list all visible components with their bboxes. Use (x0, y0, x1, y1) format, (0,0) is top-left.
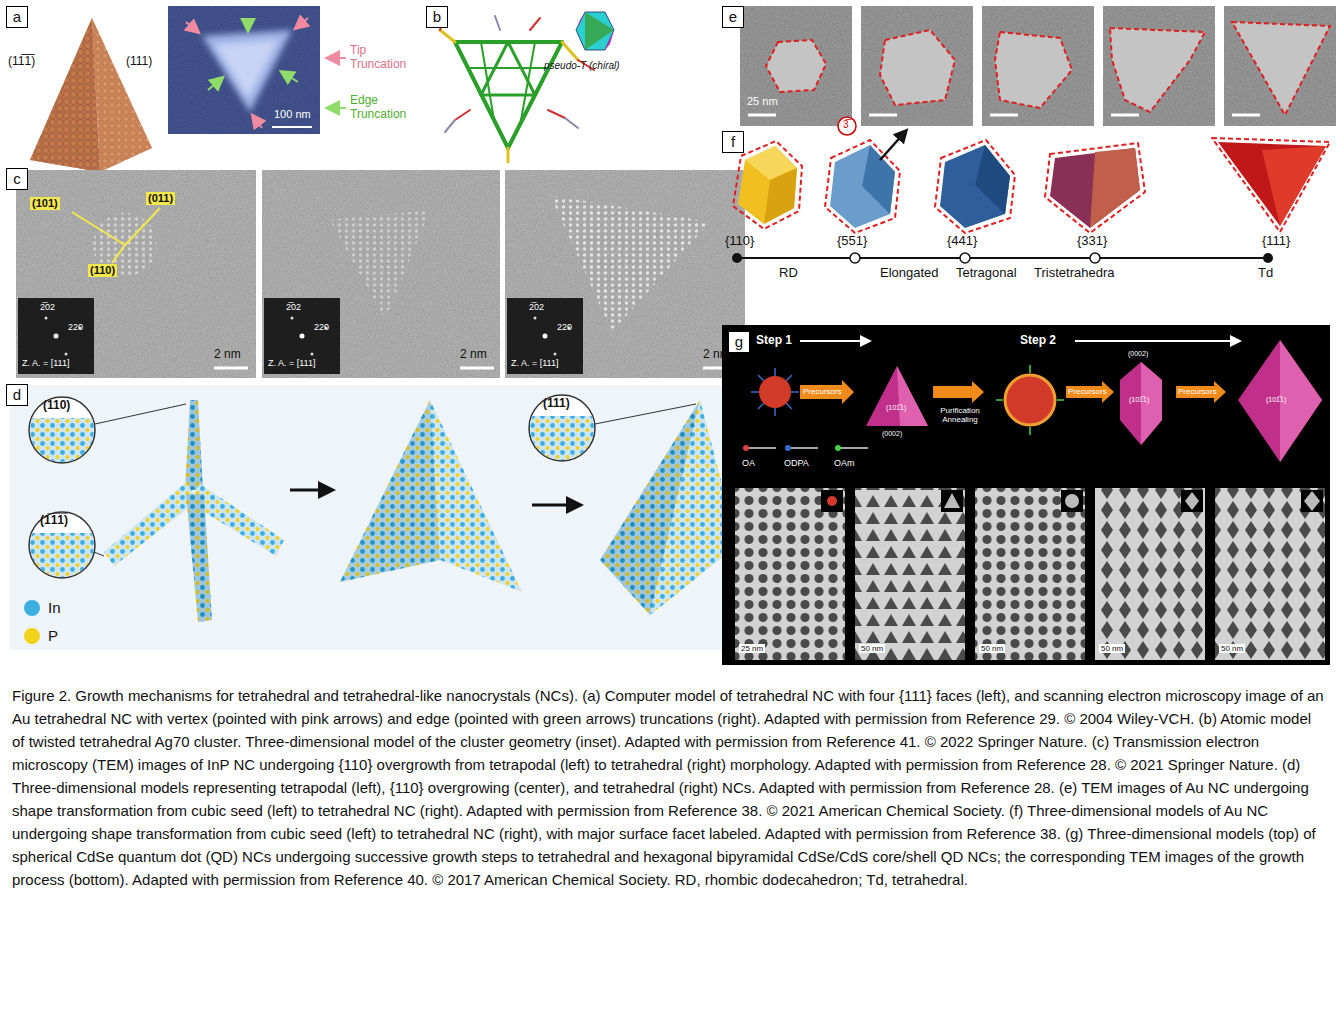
ligand-head (835, 445, 841, 451)
legend-text: P (48, 627, 58, 644)
facet-label: (11̅1̅) (8, 55, 35, 69)
panel-letter-box: b (426, 6, 448, 28)
facet-label: (110) (88, 264, 117, 277)
legend-text: OAm (834, 458, 855, 468)
panel-letter: f (731, 132, 735, 152)
scale-label: 100 nm (274, 108, 311, 121)
facet-label: (011) (146, 192, 175, 205)
facet-label: (111) (543, 397, 570, 411)
panel-letter-box: d (6, 384, 28, 406)
legend-text: In (48, 599, 61, 616)
truncation-label: Tip Truncation (350, 44, 422, 72)
arrow-label: Precursors (803, 387, 842, 396)
zone-axis-label: Z. A. = [111] (511, 358, 558, 368)
inset-label: pseudo-T (chiral) (544, 60, 620, 72)
panel-letter: a (13, 7, 21, 27)
arrow-label: Purification Annealing (932, 406, 988, 424)
panel-letter-box: g (728, 331, 750, 353)
shape-label: RD (779, 266, 798, 281)
diffraction-label: 2̅02 (286, 302, 301, 312)
facet-label: (101̅1) (1129, 396, 1149, 404)
step-label: Step 2 (1020, 334, 1056, 348)
scale-label: 50 nm (979, 644, 1005, 653)
facet-label: (101) (30, 197, 60, 210)
scale-label: 2 nm (214, 348, 241, 362)
scale-label: 2 nm (703, 348, 730, 362)
legend-item: P (24, 626, 58, 644)
facet-label: {441} (947, 234, 977, 249)
panel-letter-box: c (6, 168, 28, 190)
facet-label: (101̅1) (886, 404, 906, 412)
facet-label: {110} (725, 234, 754, 249)
panel-letter-box: f (722, 131, 744, 153)
legend-swatch (24, 600, 40, 616)
panel-letter: b (433, 7, 441, 27)
panel-letter: c (13, 169, 21, 189)
shape-label: Td (1258, 266, 1273, 281)
arrow-label: Precursors (1068, 387, 1107, 396)
legend-text: OA (742, 458, 755, 468)
diffraction-label: 220 (314, 322, 329, 332)
zone-axis-label: Z. A. = [111] (268, 358, 315, 368)
shape-label: Elongated Tetragonal Tristetrahedra (880, 266, 1114, 281)
panel-letter: e (729, 7, 737, 27)
ligand-sample (834, 444, 870, 452)
facet-label: (0002) (882, 430, 902, 438)
facet-label: (101̅1) (1266, 396, 1286, 404)
diffraction-label: 220 (68, 322, 83, 332)
ligand-head (785, 445, 791, 451)
scale-label: 25 nm (747, 95, 778, 108)
panel-letter: d (13, 385, 21, 405)
ligand-sample (742, 444, 778, 452)
scale-label: 50 nm (859, 644, 885, 653)
legend-item: In (24, 598, 61, 616)
legend-item: ODPA (784, 444, 820, 470)
facet-label: (1̅1̅1̅) (40, 514, 68, 528)
panel-letter: g (735, 332, 743, 352)
panel-letter-box: e (722, 6, 744, 28)
legend-item: OAm (834, 444, 870, 470)
facet-label: {331} (1077, 234, 1107, 249)
arrow-label: Precursors (1178, 387, 1217, 396)
symmetry-symbol: 3̅ (843, 119, 849, 131)
figure-caption: Figure 2. Growth mechanisms for tetrahed… (12, 684, 1324, 891)
facet-label: (110) (43, 399, 70, 413)
scale-label: 2 nm (460, 348, 487, 362)
legend-swatch (24, 628, 40, 644)
scale-label: 50 nm (1219, 644, 1245, 653)
truncation-label: Edge Truncation (350, 94, 422, 122)
ligand-sample (784, 444, 820, 452)
facet-label: {111} (1262, 234, 1290, 249)
step-label: Step 1 (756, 334, 792, 348)
zone-axis-label: Z. A. = [111] (22, 358, 69, 368)
scale-label: 50 nm (1099, 644, 1125, 653)
diffraction-label: 2̅02 (40, 302, 55, 312)
facet-label: (0002) (1128, 350, 1148, 358)
facet-label: {551} (837, 234, 867, 249)
panel-letter-box: a (6, 6, 28, 28)
diffraction-label: 220 (557, 322, 572, 332)
facet-label: (111) (126, 55, 152, 69)
ligand-head (743, 445, 749, 451)
legend-item: OA (742, 444, 778, 470)
diffraction-label: 2̅02 (529, 302, 544, 312)
scale-label: 25 nm (739, 644, 765, 653)
legend-text: ODPA (784, 458, 809, 468)
